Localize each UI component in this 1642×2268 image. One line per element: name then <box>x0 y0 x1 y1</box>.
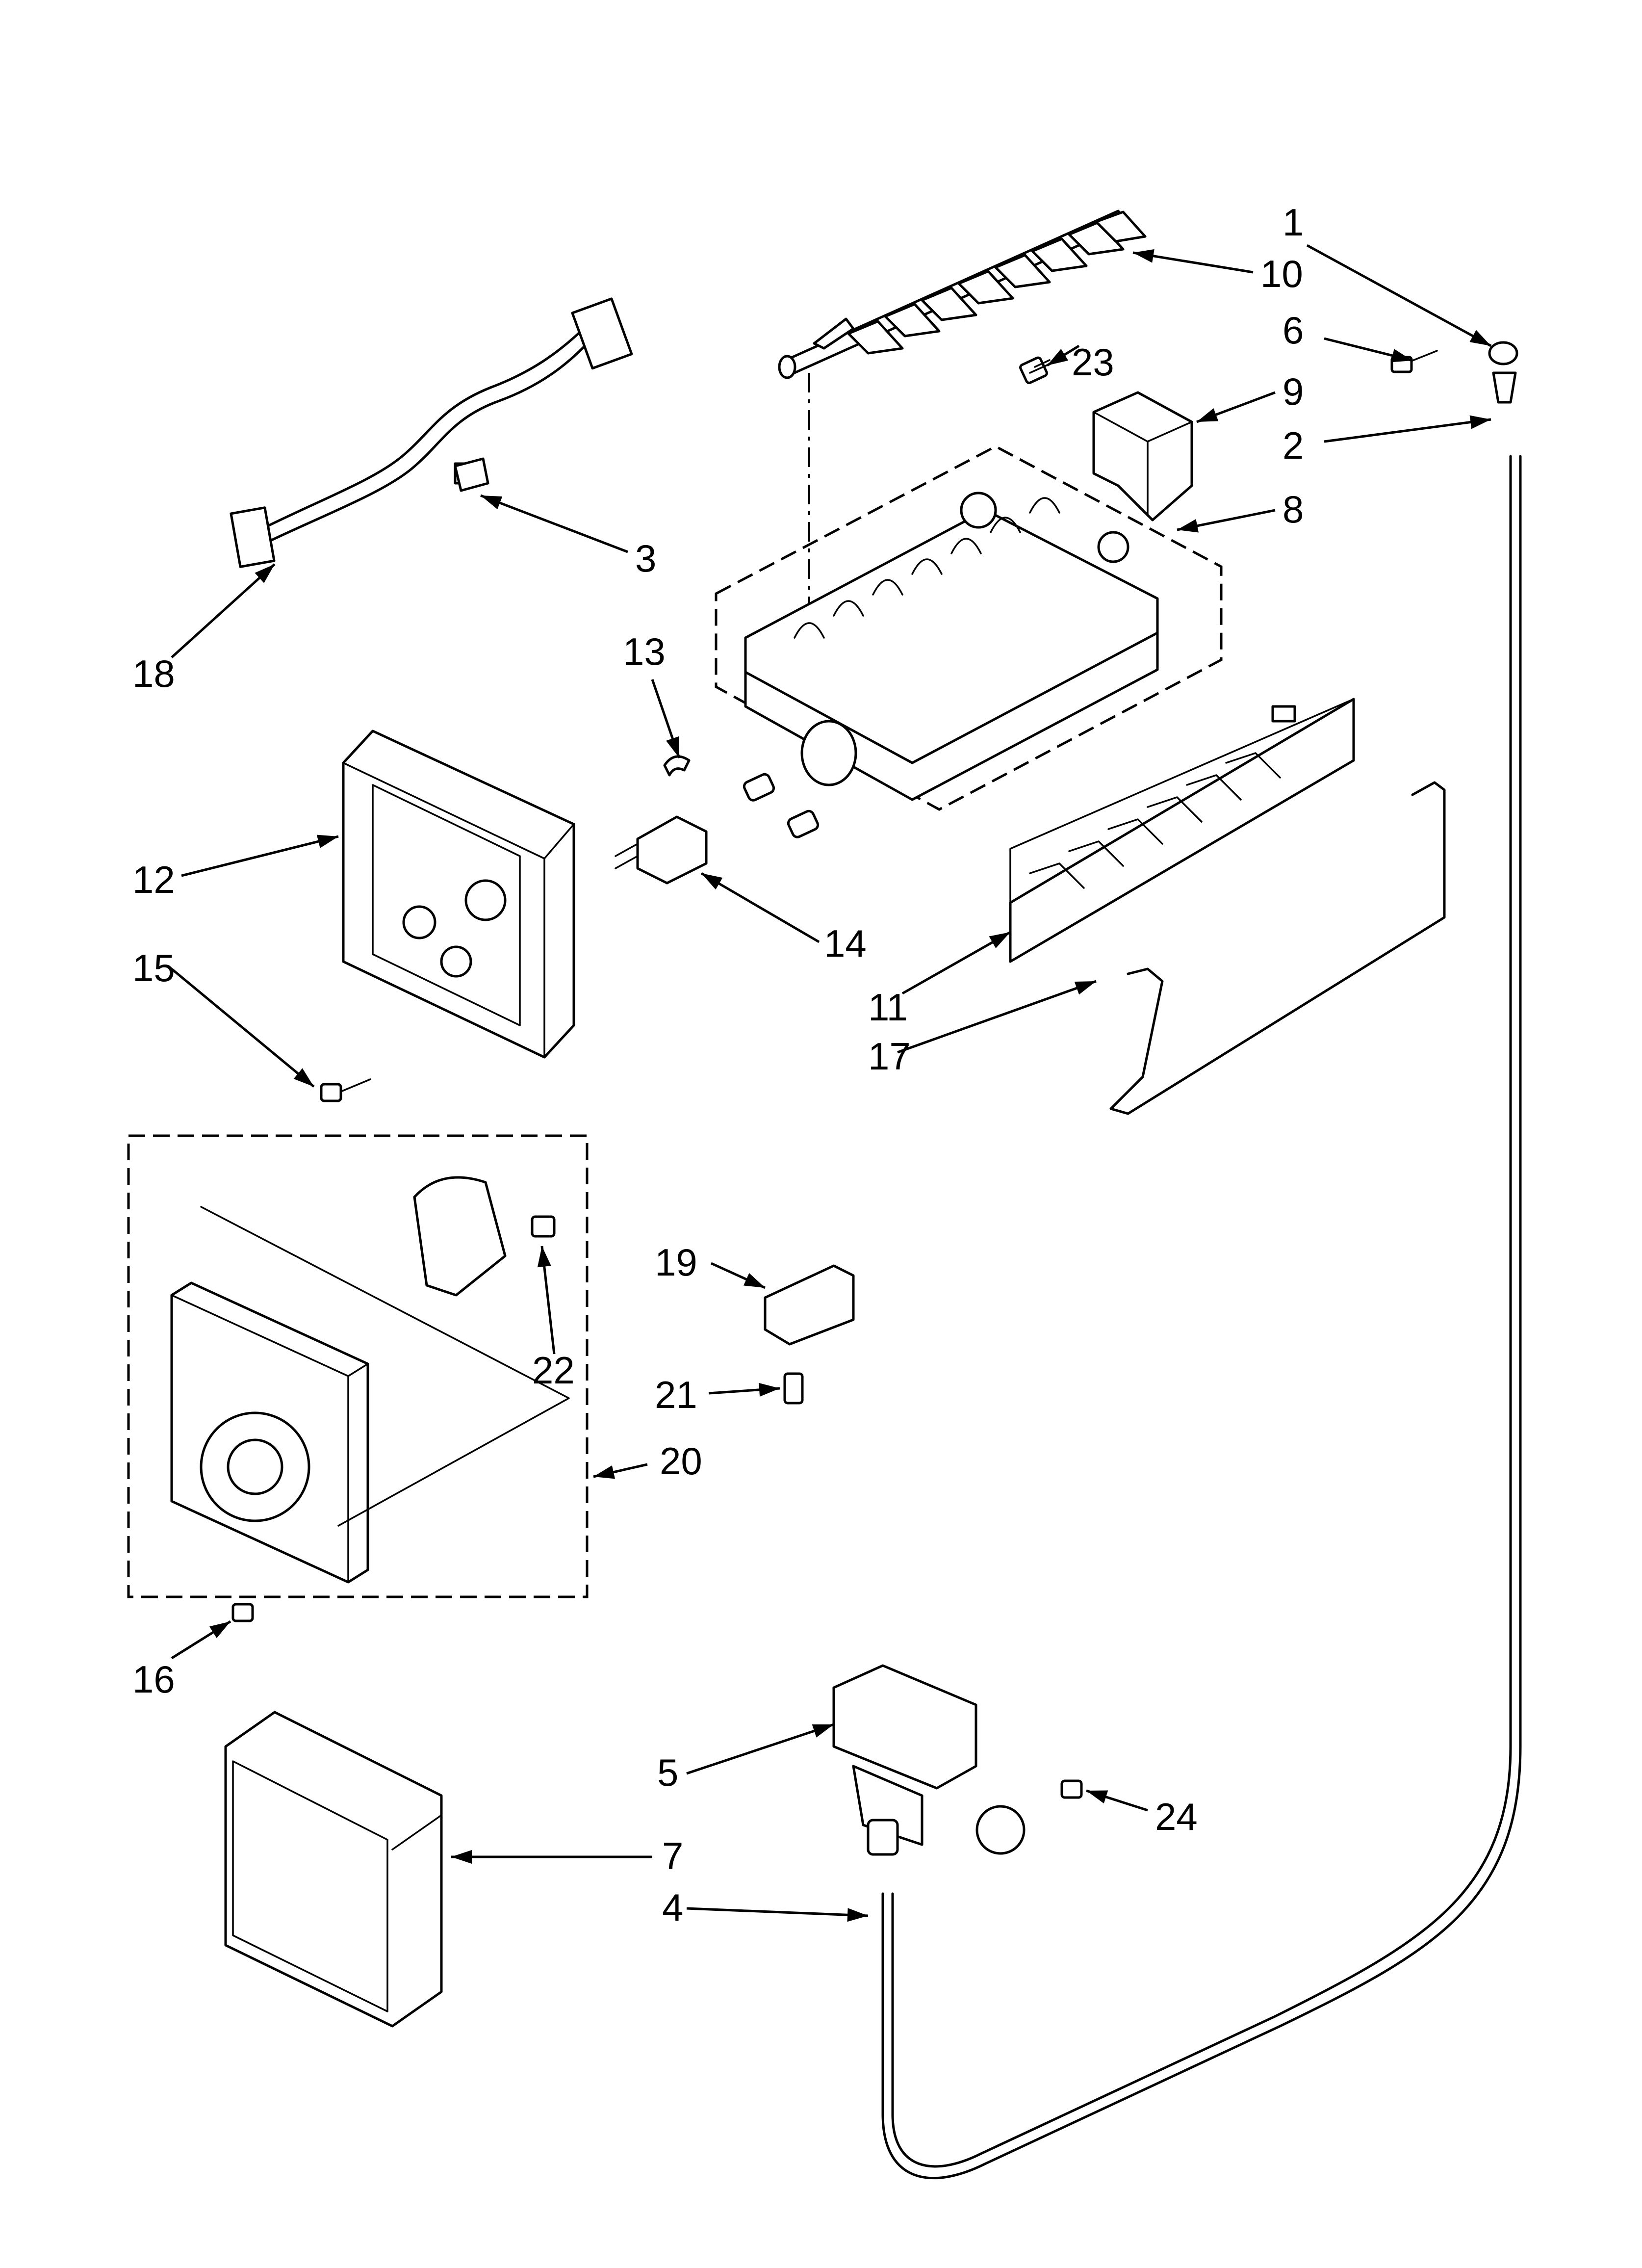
part-8-mold <box>715 445 1223 811</box>
arrowhead-9 <box>1197 408 1219 422</box>
part-23-screw <box>1019 356 1051 384</box>
part-3-clip <box>454 457 489 492</box>
arrowhead-23 <box>1047 349 1069 365</box>
callout-11: 11 <box>868 986 908 1029</box>
arrowhead-7 <box>451 1850 472 1864</box>
arrowhead-20 <box>593 1465 616 1479</box>
callout-15: 15 <box>132 946 175 990</box>
callout-12: 12 <box>132 858 175 901</box>
callout-9: 9 <box>1283 370 1304 413</box>
arrowhead-19 <box>743 1273 765 1288</box>
callout-13: 13 <box>623 630 666 673</box>
part-9-fill-cup <box>1092 391 1193 521</box>
leader-15 <box>171 968 315 1088</box>
callout-7: 7 <box>662 1834 683 1877</box>
callout-1: 1 <box>1283 201 1304 244</box>
arrowhead-6 <box>1390 349 1412 363</box>
part-5-water-valve <box>832 1664 1083 1856</box>
callout-20: 20 <box>660 1439 702 1483</box>
arrowhead-2 <box>1469 415 1491 429</box>
callout-6: 6 <box>1283 309 1304 352</box>
leader-11 <box>901 931 1011 995</box>
callout-19: 19 <box>655 1241 697 1284</box>
arrowhead-24 <box>1086 1790 1108 1804</box>
arrowhead-4 <box>847 1908 868 1922</box>
callout-22: 22 <box>532 1349 575 1392</box>
part-11-stripper <box>1009 698 1355 963</box>
callout-14: 14 <box>824 922 867 965</box>
callout-8: 8 <box>1283 488 1304 531</box>
arrowhead-1 <box>1469 330 1491 346</box>
arrowhead-18 <box>255 564 275 583</box>
callout-21: 21 <box>655 1373 697 1416</box>
arrowhead-16 <box>209 1621 231 1639</box>
callout-16: 16 <box>132 1658 175 1701</box>
part-1-2-6-inlet <box>1390 341 1518 404</box>
part-13-14 <box>615 755 820 885</box>
callout-4: 4 <box>662 1886 683 1929</box>
arrowhead-8 <box>1177 519 1199 533</box>
leader-5 <box>686 1723 834 1775</box>
leader-3 <box>480 494 628 553</box>
leader-2 <box>1324 418 1491 443</box>
callout-23: 23 <box>1072 340 1114 384</box>
arrowhead-10 <box>1133 249 1155 263</box>
arrowhead-14 <box>701 873 723 890</box>
arrowhead-21 <box>759 1382 780 1397</box>
leader-18 <box>171 563 276 658</box>
callout-3: 3 <box>635 537 656 580</box>
arrowhead-17 <box>1074 981 1096 995</box>
callout-2: 2 <box>1283 424 1304 467</box>
arrowhead-3 <box>481 495 503 510</box>
callout-leaders <box>171 244 1492 1922</box>
part-16-screw <box>231 1603 254 1622</box>
part-18-wire-harness <box>230 297 633 568</box>
callout-10: 10 <box>1260 252 1303 295</box>
part-20-motor-assembly <box>127 1134 589 1598</box>
callout-17: 17 <box>868 1035 911 1078</box>
arrowhead-5 <box>812 1724 834 1738</box>
leader-17 <box>897 980 1097 1054</box>
part-19-21 <box>764 1264 855 1405</box>
part-15-screw <box>320 1078 371 1102</box>
part-10-ejector <box>778 209 1147 628</box>
callout-labels: 1 2 3 4 5 6 7 8 9 10 11 12 13 14 15 16 1… <box>132 201 1304 1929</box>
arrowhead-22 <box>537 1246 551 1268</box>
arrowhead-15 <box>293 1068 314 1087</box>
leader-4 <box>686 1907 869 1917</box>
arrowhead-12 <box>316 834 338 848</box>
leader-12 <box>181 835 339 877</box>
part-4-water-tube <box>881 455 1522 2180</box>
leader-1 <box>1306 244 1492 347</box>
arrowhead-13 <box>666 736 679 758</box>
part-12-housing <box>342 730 575 1059</box>
leader-14 <box>700 872 820 943</box>
part-7-cover <box>224 1711 443 2028</box>
callout-24: 24 <box>1155 1795 1198 1838</box>
arrowhead-11 <box>989 932 1010 948</box>
callout-18: 18 <box>132 652 175 695</box>
part-17-wire-arm <box>1109 781 1446 1115</box>
callout-5: 5 <box>657 1751 678 1794</box>
